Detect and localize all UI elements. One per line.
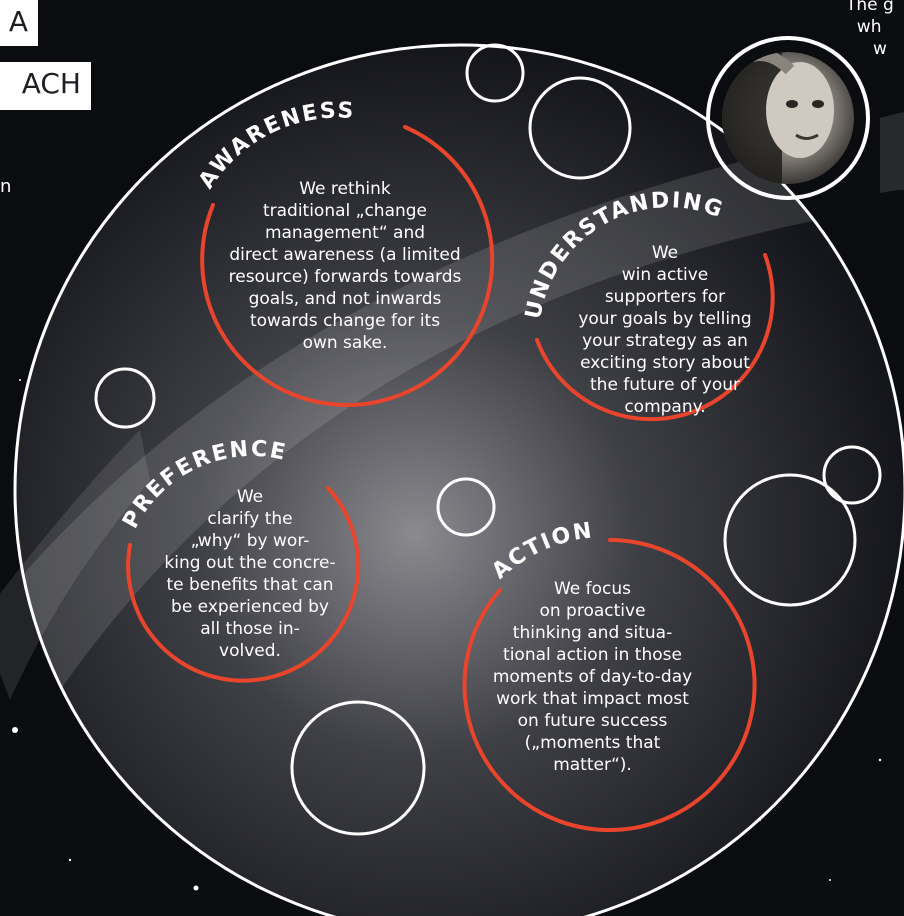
preference-line: volved.	[219, 641, 281, 661]
understanding-ring	[535, 253, 775, 422]
awareness-body: We rethink traditional „change managemen…	[200, 178, 490, 354]
awareness-line: traditional „change	[262, 201, 428, 221]
understanding-line: company.	[624, 397, 706, 417]
action-line: on proactive	[539, 601, 646, 621]
page-title-line1: A	[0, 0, 38, 46]
action-ring	[462, 538, 757, 832]
action-line: thinking and situa-	[512, 623, 673, 643]
understanding-line: We	[651, 243, 679, 263]
page-title-line2: ACH	[0, 62, 91, 110]
preference-line: all those in-	[200, 619, 300, 639]
understanding-line: your strategy as an	[582, 331, 748, 351]
awareness-line: own sake.	[302, 333, 388, 353]
awareness-line: towards change for its	[249, 311, 441, 331]
portrait-avatar	[706, 36, 870, 200]
action-body: We focus on proactive thinking and situa…	[470, 578, 715, 776]
planet-outline	[13, 43, 904, 916]
understanding-line: win active	[621, 265, 709, 285]
action-line: on future success	[517, 711, 668, 731]
awareness-line: goals, and not inwards	[248, 289, 442, 309]
awareness-line: We rethink	[299, 179, 391, 199]
quote-text: The g wh w	[846, 0, 894, 59]
preference-ring	[126, 486, 361, 683]
preference-line: be experienced by	[171, 597, 329, 617]
preference-line: te benefits that can	[166, 575, 334, 595]
intro-text-fragment: n	[0, 176, 12, 197]
understanding-line: supporters for	[604, 287, 726, 307]
awareness-line: management“ and	[264, 223, 426, 243]
preference-line: We	[236, 487, 264, 507]
action-line: moments of day-to-day	[492, 667, 693, 687]
awareness-line: direct awareness (a limited	[229, 245, 461, 265]
understanding-line: exciting story about	[580, 353, 750, 373]
preference-body: We clarify the „why“ by wor- king out th…	[140, 486, 360, 662]
action-line: We focus	[553, 579, 632, 599]
decorative-rings	[94, 43, 882, 836]
awareness-line: resource) forwards towards	[228, 267, 462, 287]
understanding-body: We win active supporters for your goals …	[565, 242, 765, 418]
preference-line: „why“ by wor-	[190, 531, 310, 551]
understanding-line: the future of your	[590, 375, 740, 395]
preference-line: king out the concre-	[164, 553, 336, 573]
awareness-ring	[200, 125, 495, 407]
understanding-line: your goals by telling	[578, 309, 752, 329]
action-line: work that impact most	[496, 689, 689, 709]
action-line: („moments that	[524, 733, 661, 753]
action-line: tional action in those	[503, 645, 682, 665]
preference-line: clarify the	[207, 509, 293, 529]
action-line: matter“).	[553, 755, 632, 775]
